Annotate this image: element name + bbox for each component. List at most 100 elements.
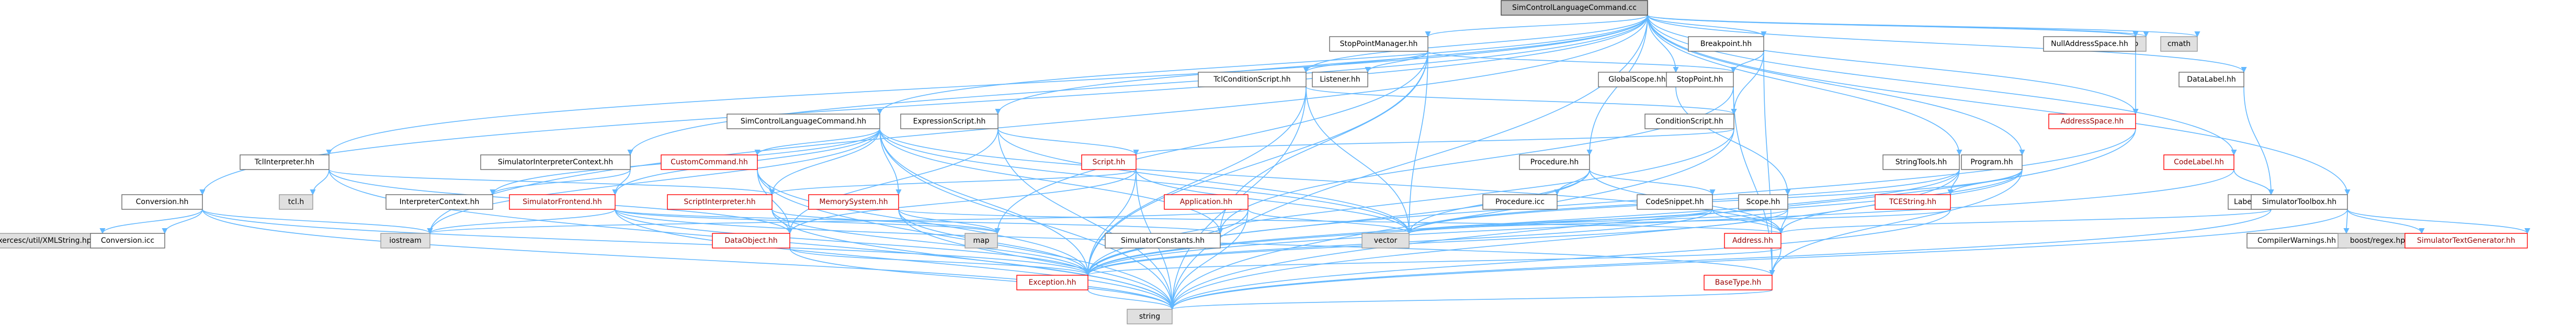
node-SimulatorToolbox[interactable]: SimulatorToolbox.hh: [2251, 194, 2348, 210]
edge-Label-to-Address: [1778, 209, 2272, 234]
edge-Script-to-Exception: [1085, 169, 1137, 276]
node-Address[interactable]: Address.hh: [1724, 233, 1781, 249]
node-DataLabel[interactable]: DataLabel.hh: [2178, 72, 2244, 87]
edge-Label-to-string: [1169, 209, 2272, 310]
node-box: [380, 233, 430, 249]
edge-Script-to-ScriptInterpreter: [769, 169, 1137, 196]
edge-TclConditionScript-to-vector: [1306, 86, 1412, 234]
node-box: [1016, 275, 1088, 290]
node-box: [2251, 194, 2348, 210]
node-label: DataLabel.hh: [2187, 75, 2235, 84]
edge-SimControlLanguageCommandH-to-ScriptInterpreter: [769, 128, 880, 196]
edge-Exception-to-string: [1087, 289, 1175, 310]
node-CompilerWarnings[interactable]: CompilerWarnings.hh: [2246, 233, 2347, 249]
node-SimulatorConstants[interactable]: SimulatorConstants.hh: [1105, 233, 1221, 249]
node-box: [900, 114, 998, 129]
edge-CodeLabel-to-Label: [2233, 169, 2274, 196]
node-label: Procedure.icc: [1495, 198, 1545, 206]
edge-root-to-NullAddressSpace: [1647, 15, 2139, 38]
node-TclConditionScript[interactable]: TclConditionScript.hh: [1198, 72, 1307, 87]
node-box: [240, 154, 330, 170]
node-box: [712, 233, 790, 249]
node-string: string: [1127, 309, 1173, 324]
node-Breakpoint[interactable]: Breakpoint.hh: [1688, 36, 1764, 52]
edge-CodeSnippet-to-vector: [1406, 209, 1713, 234]
edge-Breakpoint-to-StopPoint: [1730, 51, 1764, 73]
node-Program[interactable]: Program.hh: [1961, 154, 2023, 170]
node-ConversionCC[interactable]: Conversion.icc: [90, 233, 165, 249]
edge-SimControlLanguageCommandH-to-string: [879, 128, 1175, 310]
edge-root-to-GlobalScope: [1647, 15, 1679, 73]
node-BaseType[interactable]: BaseType.hh: [1704, 275, 1773, 290]
node-TclInterpreter[interactable]: TclInterpreter.hh: [240, 154, 330, 170]
edge-ScriptInterpreter-to-map: [771, 209, 1001, 234]
node-Procedure[interactable]: Procedure.hh: [1519, 154, 1590, 170]
node-label: boost/regex.hpp: [2350, 237, 2410, 245]
node-SimulatorInterpreterContext[interactable]: SimulatorInterpreterContext.hh: [480, 154, 631, 170]
node-label: SimulatorToolbox.hh: [2262, 198, 2336, 206]
node-Script[interactable]: Script.hh: [1081, 154, 1137, 170]
node-TCEString[interactable]: TCEString.hh: [1875, 194, 1951, 210]
node-DataObject[interactable]: DataObject.hh: [712, 233, 790, 249]
node-box: [1501, 0, 1648, 16]
edge-DataLabel-to-Label: [2243, 86, 2274, 196]
edge-StringTools-to-Exception: [1085, 169, 1960, 276]
node-box: [385, 194, 493, 210]
node-label: Exception.hh: [1028, 278, 1076, 287]
node-label: vector: [1374, 237, 1398, 245]
node-ProcedureCC[interactable]: Procedure.icc: [1482, 194, 1558, 210]
node-label: SimControlLanguageCommand.hh: [741, 117, 866, 126]
node-box: [964, 233, 998, 249]
node-label: Procedure.hh: [1530, 158, 1579, 166]
node-label: NullAddressSpace.hh: [2051, 40, 2128, 48]
node-AddressSpace[interactable]: AddressSpace.hh: [2048, 114, 2136, 129]
node-ScriptInterpreter[interactable]: ScriptInterpreter.hh: [667, 194, 773, 210]
edge-root-to-CodeLabel: [1647, 15, 2237, 156]
node-box: [1198, 72, 1307, 87]
node-box: [1312, 72, 1368, 87]
node-MemorySystem[interactable]: MemorySystem.hh: [808, 194, 899, 210]
edge-SimControlLanguageCommandH-to-vector: [879, 128, 1412, 234]
node-InterpreterContext[interactable]: InterpreterContext.hh: [385, 194, 493, 210]
node-ConditionScript[interactable]: ConditionScript.hh: [1644, 114, 1734, 129]
node-box: [2178, 72, 2244, 87]
edge-root-to-Program: [1647, 15, 2025, 156]
node-box: [1644, 114, 1734, 129]
node-StringTools[interactable]: StringTools.hh: [1882, 154, 1960, 170]
node-Scope[interactable]: Scope.hh: [1738, 194, 1788, 210]
edge-TclConditionScript-to-Exception: [1085, 86, 1307, 276]
node-Exception[interactable]: Exception.hh: [1016, 275, 1088, 290]
node-SimControlLanguageCommandH[interactable]: SimControlLanguageCommand.hh: [727, 114, 880, 129]
node-box: [2048, 114, 2136, 129]
edge-SimulatorFrontend-to-iostream: [427, 209, 616, 234]
node-label: iostream: [389, 237, 422, 245]
node-box: [727, 114, 880, 129]
node-CustomCommand[interactable]: CustomCommand.hh: [661, 154, 758, 170]
edge-root-to-AddressSpace: [1647, 15, 2139, 115]
edge-DataObject-to-string: [789, 248, 1175, 310]
node-Application[interactable]: Application.hh: [1164, 194, 1249, 210]
node-StopPointManager[interactable]: StopPointManager.hh: [1329, 36, 1428, 52]
node-label: tcl.h: [288, 198, 304, 206]
node-Conversion[interactable]: Conversion.hh: [121, 194, 203, 210]
edge-ScriptInterpreter-to-Exception: [771, 209, 1091, 276]
node-SimulatorTextGenerator[interactable]: SimulatorTextGenerator.hh: [2404, 233, 2528, 249]
edge-root-to-DataLabel: [1647, 15, 2247, 73]
node-label: cmath: [2168, 40, 2191, 48]
node-label: StopPointManager.hh: [1340, 40, 1418, 48]
node-ExpressionScript[interactable]: ExpressionScript.hh: [900, 114, 998, 129]
node-label: ExpressionScript.hh: [913, 117, 986, 126]
node-GlobalScope[interactable]: GlobalScope.hh: [1598, 72, 1676, 87]
node-NullAddressSpace[interactable]: NullAddressSpace.hh: [2043, 36, 2136, 52]
node-SimulatorFrontend[interactable]: SimulatorFrontend.hh: [509, 194, 616, 210]
node-CodeSnippet[interactable]: CodeSnippet.hh: [1637, 194, 1713, 210]
node-CodeLabel[interactable]: CodeLabel.hh: [2163, 154, 2234, 170]
node-Listener[interactable]: Listener.hh: [1312, 72, 1368, 87]
node-StopPoint[interactable]: StopPoint.hh: [1666, 72, 1734, 87]
node-root[interactable]: SimControlLanguageCommand.cc: [1501, 0, 1648, 16]
node-label: map: [973, 237, 989, 245]
edge-Application-to-vector: [1247, 209, 1412, 234]
node-label: ScriptInterpreter.hh: [684, 198, 755, 206]
edge-SimulatorInterpreterContext-to-InterpreterContext: [490, 169, 631, 196]
